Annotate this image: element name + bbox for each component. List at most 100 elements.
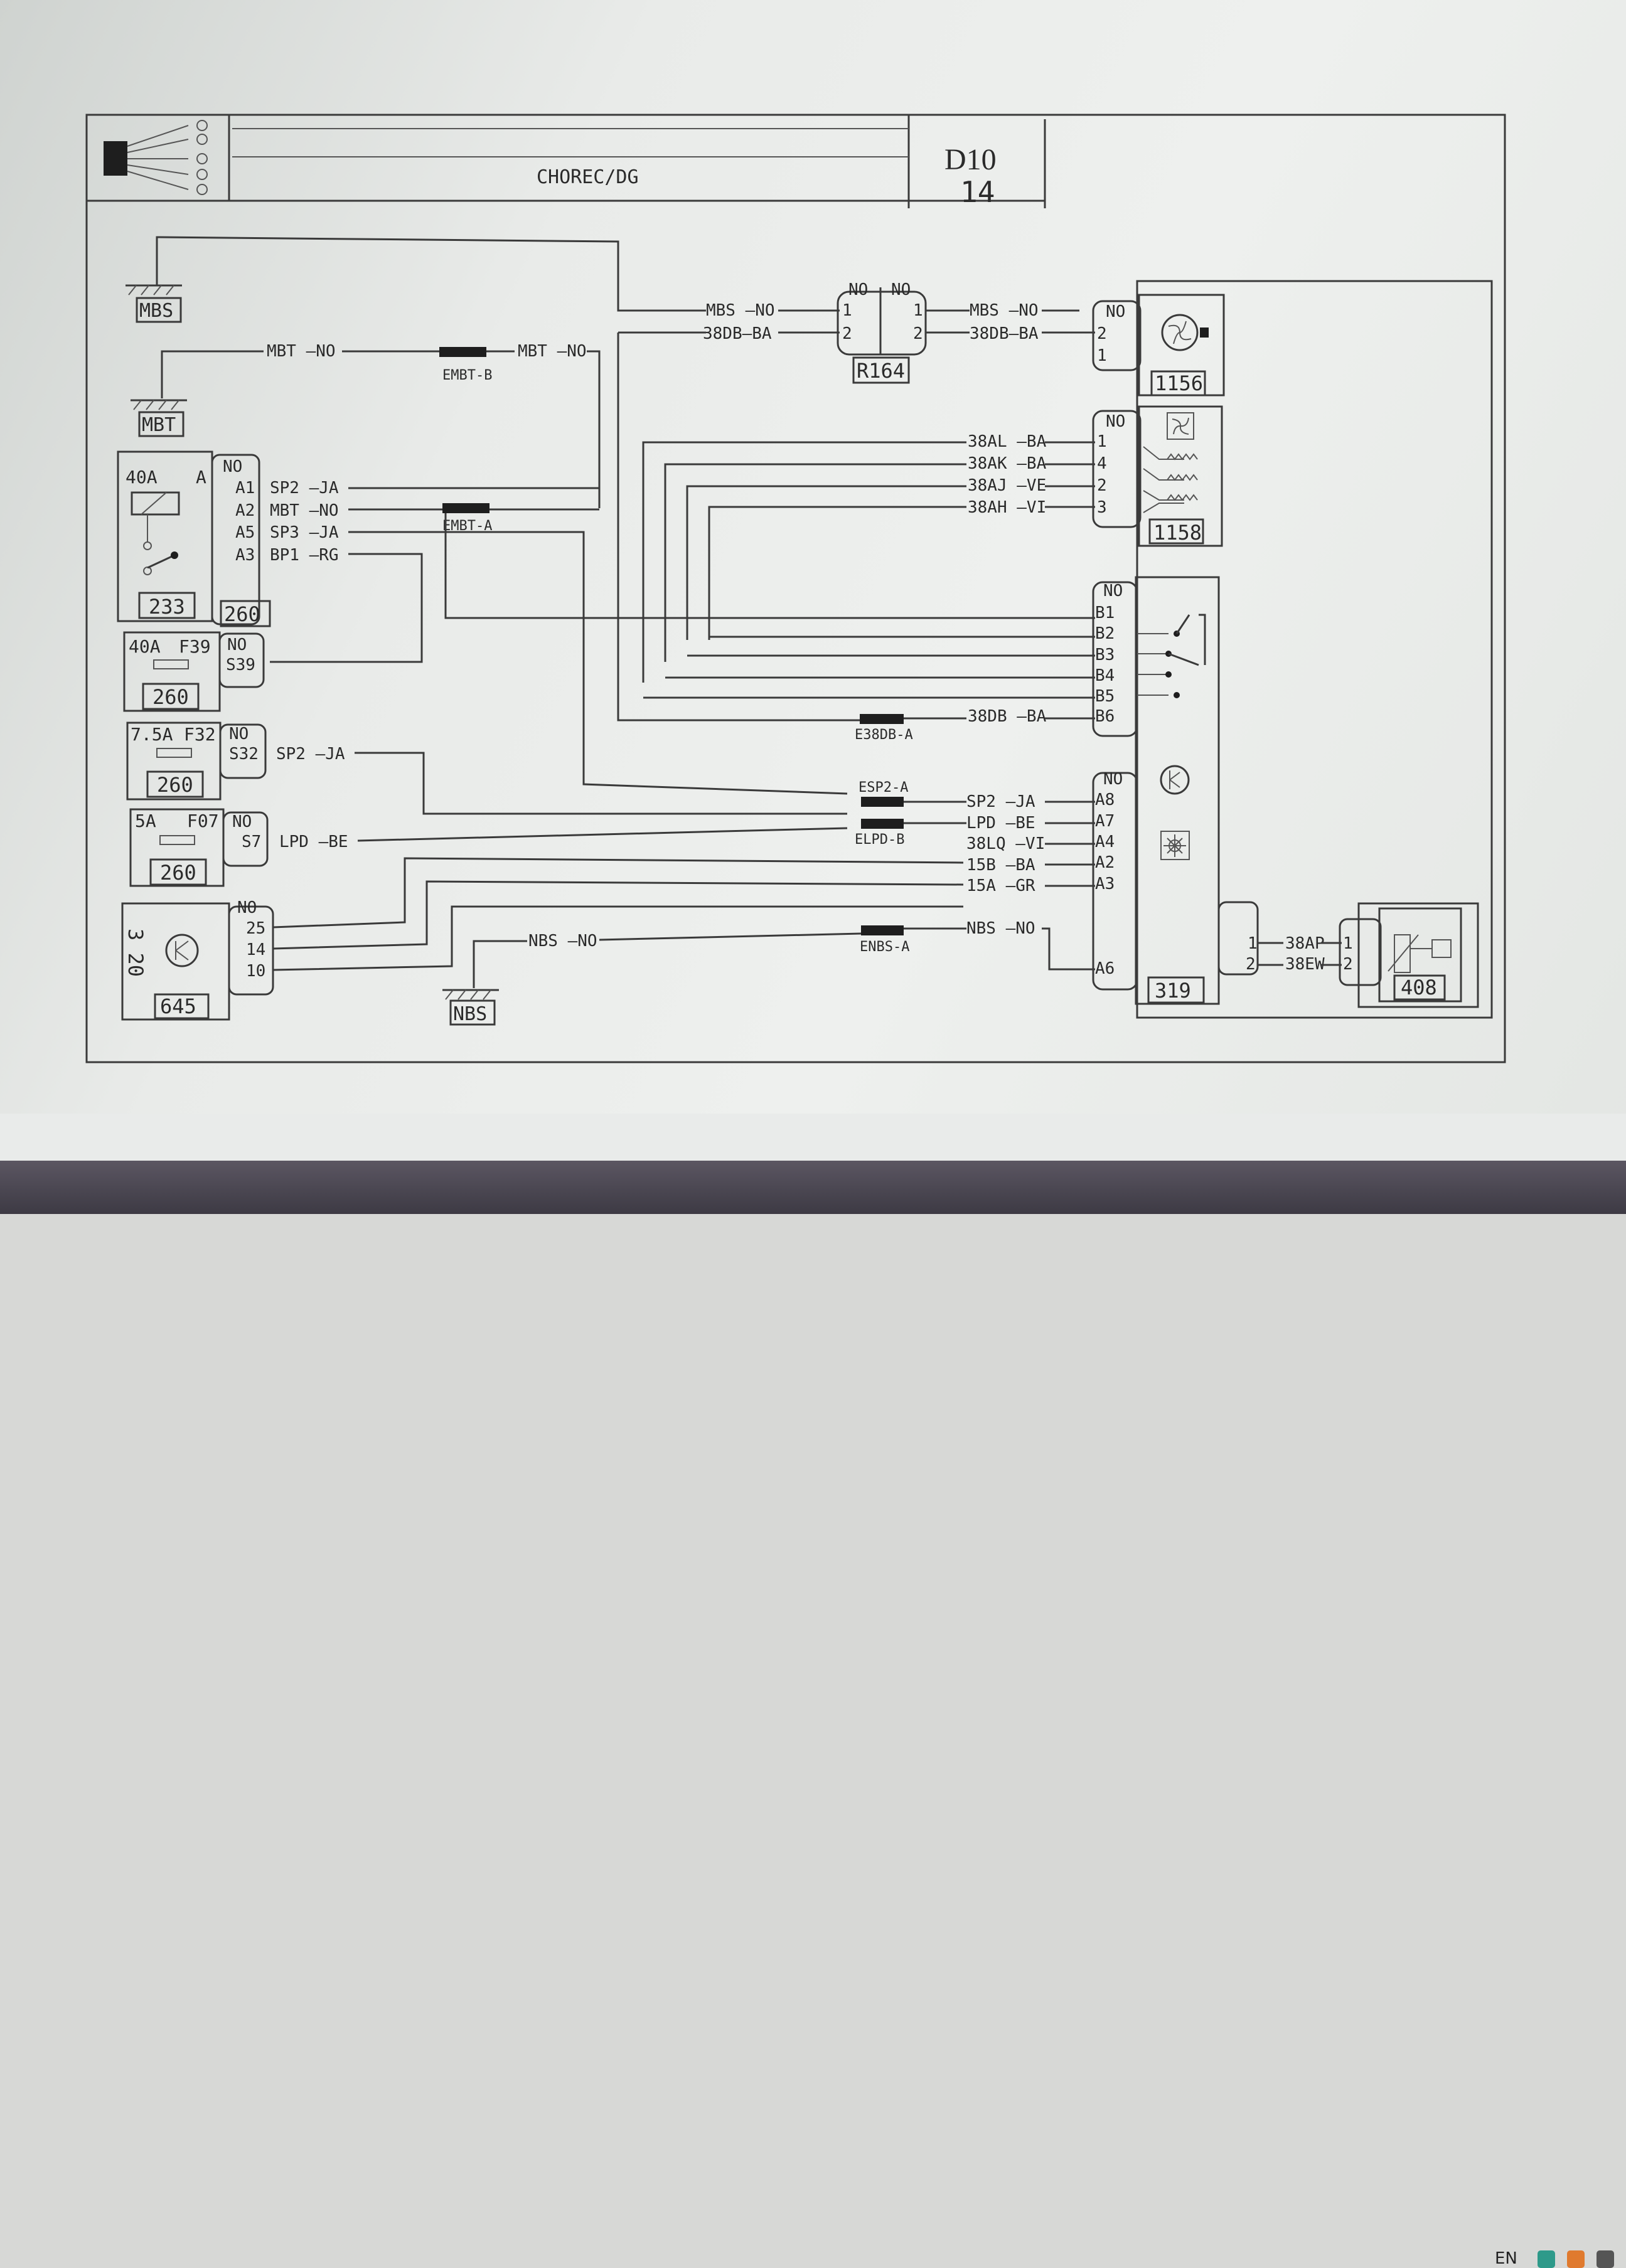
- component-260-relay: 260 NO A1 A2 A5 A3: [211, 454, 271, 627]
- network-icon[interactable]: [1538, 2250, 1555, 2268]
- svg-text:40A: 40A: [126, 467, 158, 487]
- svg-text:1158: 1158: [1153, 521, 1202, 545]
- component-f32: 7.5A F32 260 NO S32: [126, 721, 267, 801]
- svg-text:B1: B1: [1095, 604, 1115, 622]
- wire-label: 38LQ —VI: [966, 834, 1045, 853]
- svg-text:NO: NO: [229, 725, 249, 743]
- wire-label: 38AK —BA: [968, 454, 1047, 473]
- wiring-diagram: CHOREC/DG D10 14 MBS MBS —NO 38DB—BA R16…: [85, 114, 1506, 1063]
- svg-text:645: 645: [160, 994, 196, 1018]
- svg-text:233: 233: [149, 595, 185, 619]
- svg-text:2: 2: [1097, 324, 1107, 343]
- security-icon[interactable]: [1567, 2250, 1585, 2268]
- connector-embt-b: [439, 347, 486, 357]
- wire-label: NBS —NO: [966, 919, 1035, 938]
- temperature-sensor-icon: [1160, 831, 1190, 860]
- wire-label: 38AJ —VE: [968, 476, 1046, 495]
- ground-nbs: NBS: [442, 940, 527, 1026]
- wire-label: SP2 —JA: [276, 745, 345, 764]
- wire-label: MBS —NO: [706, 301, 775, 320]
- connector-label: EMBT-B: [442, 368, 492, 383]
- connector-label: ESP2-A: [858, 780, 908, 796]
- svg-text:F32: F32: [184, 724, 216, 745]
- wire-label: NBS —NO: [528, 932, 597, 950]
- diagram-frame: [85, 114, 1506, 1063]
- svg-text:MBT: MBT: [142, 414, 176, 436]
- component-1158: NO 1 4 2 3 1158: [1092, 405, 1223, 547]
- wire-label: SP2 —JA: [966, 792, 1035, 811]
- svg-text:25: 25: [246, 919, 265, 938]
- wire-label: 38DB —BA: [968, 707, 1047, 726]
- ground-mbs: MBS: [126, 236, 706, 323]
- svg-text:40A: 40A: [129, 636, 161, 657]
- language-indicator[interactable]: EN: [1495, 2249, 1517, 2268]
- svg-text:F07: F07: [187, 811, 219, 831]
- component-408: 1 2 408: [1339, 907, 1462, 1003]
- svg-text:R164: R164: [857, 359, 905, 383]
- svg-text:2: 2: [1097, 476, 1107, 495]
- wire-label: 38AL —BA: [968, 432, 1047, 451]
- svg-text:MBS: MBS: [139, 300, 173, 322]
- harness-logo-icon: [104, 120, 208, 195]
- svg-text:NO: NO: [227, 636, 247, 654]
- svg-text:NBS: NBS: [453, 1003, 487, 1025]
- svg-text:S7: S7: [242, 833, 261, 851]
- wire-label: 15B —BA: [966, 856, 1035, 875]
- svg-text:S32: S32: [229, 745, 259, 764]
- fan-icon: [1167, 412, 1194, 440]
- wire-label: MBT —NO: [270, 501, 339, 520]
- svg-text:3 20: 3 20: [124, 929, 147, 977]
- connector-label: ELPD-B: [855, 832, 904, 848]
- svg-text:NO: NO: [237, 898, 257, 917]
- svg-text:NO: NO: [1103, 770, 1123, 789]
- monitor-screen: CHOREC/DG D10 14 MBS MBS —NO 38DB—BA R16…: [0, 0, 1626, 1214]
- wire-label: LPD —BE: [966, 814, 1035, 833]
- svg-text:1: 1: [1248, 934, 1258, 953]
- svg-text:A1: A1: [235, 479, 255, 498]
- svg-text:2: 2: [1246, 955, 1256, 974]
- svg-text:14: 14: [246, 940, 265, 959]
- fan-icon: [1161, 314, 1209, 351]
- transistor-icon: [1160, 765, 1190, 795]
- svg-text:F39: F39: [179, 636, 211, 657]
- wire-label: 38EW: [1285, 955, 1325, 974]
- wire-label: 15A —GR: [966, 876, 1035, 895]
- svg-text:NO: NO: [1106, 302, 1125, 321]
- wire-label: SP3 —JA: [270, 523, 339, 542]
- svg-text:A7: A7: [1095, 812, 1115, 831]
- connector-embt-a: [442, 503, 489, 513]
- monitor-bezel: [0, 1161, 1626, 1214]
- program-title: CHOREC/DG: [537, 166, 639, 188]
- wire-label: 38DB—BA: [970, 324, 1039, 343]
- component-233: 40A A 233: [117, 450, 213, 622]
- wire-label: MBT —NO: [267, 342, 336, 361]
- component-f39: 40A F39 260 NO S39: [123, 631, 265, 712]
- volume-icon[interactable]: [1597, 2250, 1614, 2268]
- wire-label: LPD —BE: [279, 833, 348, 851]
- component-645: 3 20 645 NO 25 14 10: [121, 898, 274, 1021]
- connector-esp2-a: [861, 797, 904, 807]
- wire-label: MBT —NO: [518, 342, 587, 361]
- page-code: D10: [944, 143, 997, 176]
- svg-text:7.5A: 7.5A: [131, 724, 173, 745]
- svg-text:NO: NO: [891, 280, 911, 299]
- svg-text:2: 2: [1343, 955, 1353, 974]
- svg-text:A4: A4: [1095, 833, 1115, 851]
- connector-elpd-b: [861, 819, 904, 829]
- wire-label: MBS —NO: [970, 301, 1039, 320]
- svg-text:NO: NO: [1106, 412, 1125, 431]
- svg-text:NO: NO: [848, 280, 868, 299]
- svg-text:A3: A3: [235, 546, 255, 565]
- component-408-frame: [1357, 902, 1479, 1008]
- svg-text:A8: A8: [1095, 791, 1115, 809]
- svg-text:260: 260: [152, 685, 189, 709]
- svg-text:10: 10: [246, 962, 265, 981]
- svg-text:1: 1: [1343, 934, 1353, 953]
- connector-e38db-a: [860, 714, 904, 724]
- svg-text:1156: 1156: [1155, 371, 1203, 395]
- ground-mbt: MBT: [131, 350, 264, 437]
- svg-text:260: 260: [224, 602, 260, 626]
- component-319: NO B1 B2 B3 B4 B5 B6 NO A8 A7 A4 A2 A3 A…: [1092, 576, 1259, 1005]
- sensor-icon: [165, 934, 199, 967]
- connector-label: ENBS-A: [860, 939, 909, 955]
